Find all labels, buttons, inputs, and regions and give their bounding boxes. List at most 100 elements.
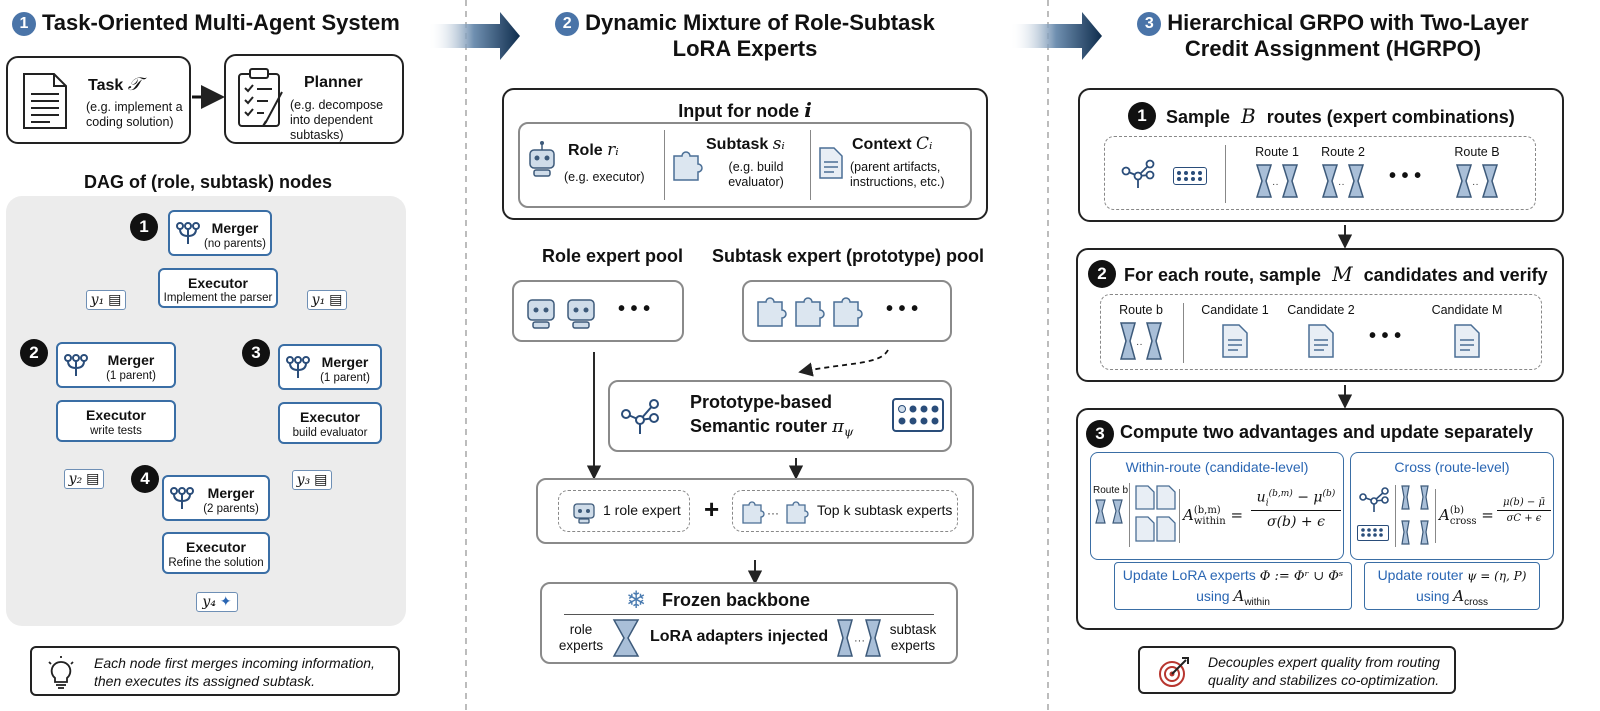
cross-route-box: Cross (route-level) A(b)cross = μ(b) − μ…	[1350, 452, 1554, 560]
candidates-box: Route b ·· Candidate 1 Candidate 2 • • •…	[1100, 294, 1542, 370]
step2-symbol: M	[1332, 262, 1353, 286]
within-formula-fraction: ui(b,m) − μ(b) σ(b) + ϵ	[1251, 489, 1341, 530]
within-formula-lhs: A(b,m)within =	[1183, 505, 1244, 527]
router-icon	[621, 399, 659, 434]
router-line2: Semantic router	[690, 416, 828, 436]
panel3-note-text: Decouples expert quality from routing qu…	[1208, 654, 1440, 688]
task-example: (e.g. implement a coding solution)	[86, 100, 183, 129]
route-b-label: Route B	[1454, 145, 1500, 159]
svg-text:··: ··	[1272, 179, 1279, 190]
node3-merger: Merger (1 parent)	[278, 344, 382, 390]
candidates-ellipsis: • • •	[1369, 325, 1402, 347]
selected-experts: 1 role expert + ··· Top k subtask expert…	[536, 478, 974, 544]
panel3-note: Decouples expert quality from routing qu…	[1138, 646, 1456, 694]
node1-merger: Merger (no parents)	[168, 210, 272, 256]
route-b-candidate-label: Route b	[1119, 303, 1163, 317]
robot-icon	[573, 503, 595, 524]
input-symbol: i	[804, 98, 812, 122]
route-b-icon: ··	[1120, 322, 1162, 360]
routes-box: Route 1 ·· Route 2 ·· • • • Route B ··	[1104, 136, 1536, 210]
update-lora-label: Update LoRA experts	[1122, 567, 1256, 583]
role-expert-label: 1 role expert	[603, 502, 681, 518]
step3-card: 3 Compute two advantages and update sepa…	[1076, 408, 1564, 630]
node2-executor: Executor write tests	[56, 400, 176, 442]
route-b-icon: ··	[1455, 164, 1499, 198]
cross-route-title: Cross (route-level)	[1394, 459, 1510, 475]
route-2-label: Route 2	[1321, 145, 1365, 159]
svg-text:··: ··	[1472, 179, 1479, 190]
route-1-label: Route 1	[1255, 145, 1299, 159]
role-example: (e.g. executor)	[564, 170, 645, 184]
target-icon	[1159, 657, 1189, 687]
subtask-experts-slot: ··· Top k subtask experts	[732, 490, 958, 532]
router-icon	[1359, 487, 1389, 512]
task-symbol: 𝒯	[127, 74, 142, 95]
output-y3: y₃ ▤	[292, 470, 332, 490]
node2-number: 2	[20, 339, 48, 367]
document-icon	[23, 73, 67, 129]
subtask-symbol: sᵢ	[772, 134, 785, 154]
route-b-icon	[1095, 499, 1123, 524]
planner-label: Planner	[304, 74, 363, 91]
role-label: Role	[568, 142, 603, 159]
document-icon	[1222, 324, 1248, 358]
role-experts-label: role experts	[558, 622, 604, 653]
context-example: (parent artifacts, instructions, etc.)	[850, 160, 945, 189]
update-router-formula: ψ = (η, P)	[1467, 569, 1527, 583]
subtask-label: Subtask	[706, 136, 769, 153]
svg-text:···: ···	[767, 506, 779, 520]
merge-icon	[176, 222, 200, 244]
route-1-icon: ··	[1255, 164, 1299, 198]
svg-text:··: ··	[1136, 339, 1143, 350]
frozen-backbone: ❄ Frozen backbone role experts LoRA adap…	[540, 582, 958, 664]
lora-label: LoRA adapters injected	[650, 628, 829, 645]
output-y4: y₄ ✦	[196, 592, 238, 612]
update-lora-box: Update LoRA experts Φ := Φʳ ∪ Φˢ using A…	[1114, 562, 1352, 610]
puzzle-icon	[673, 151, 703, 181]
merge-icon	[286, 356, 310, 378]
document-icon	[1454, 324, 1480, 358]
cross-formula-fraction: μ(b) − μ̄ σC + ϵ	[1497, 497, 1551, 524]
step3-title: Compute two advantages and update separa…	[1120, 422, 1534, 442]
subtask-experts-label: subtask experts	[889, 622, 937, 653]
step1-card: 1 Sample B routes (expert combinations) …	[1078, 88, 1564, 222]
update-router-box: Update router ψ = (η, P) using Across	[1364, 562, 1540, 610]
topk-label: Top k subtask experts	[817, 502, 953, 518]
semantic-router: Prototype-based Semantic router πψ	[608, 380, 952, 452]
task-card: Task 𝒯 (e.g. implement a coding solution…	[6, 56, 191, 144]
merge-icon	[64, 354, 88, 376]
node4-merger: Merger (2 parents)	[162, 475, 270, 521]
panel3-number: 3	[1137, 12, 1162, 36]
lightbulb-icon	[48, 656, 74, 689]
node1-executor: Executor Implement the parser	[158, 268, 278, 308]
output-y1-right: y₁ ▤	[307, 290, 347, 310]
candidate-docs-icon	[1135, 485, 1176, 542]
route-2-icon: ··	[1321, 164, 1365, 198]
role-pool-ellipsis: • • •	[618, 298, 651, 320]
role-expert-pool: • • •	[512, 280, 684, 342]
prototype-grid-icon	[892, 398, 944, 432]
panel1-number: 1	[12, 12, 36, 36]
prototype-grid-icon	[1173, 167, 1207, 185]
document-icon	[819, 147, 843, 179]
role-pool-title: Role expert pool	[542, 246, 684, 266]
clipboard-icon	[238, 68, 283, 127]
subtask-expert-pool: • • •	[742, 280, 952, 342]
candidate-1-label: Candidate 1	[1201, 303, 1269, 317]
step2-card: 2 For each route, sample M candidates an…	[1076, 248, 1564, 382]
subtask-pool-title: Subtask expert (prototype) pool	[712, 246, 985, 266]
node3-number: 3	[242, 339, 270, 367]
context-label: Context	[852, 136, 912, 153]
router-icon	[1121, 159, 1155, 188]
input-label: Input for node	[678, 101, 800, 121]
router-line1: Prototype-based	[690, 392, 833, 412]
document-icon	[1308, 324, 1334, 358]
context-symbol: Cᵢ	[916, 134, 933, 154]
lora-adapter-icon	[612, 619, 640, 657]
update-router-label: Update router	[1377, 567, 1464, 583]
dag-title: DAG of (role, subtask) nodes	[84, 172, 333, 192]
planner-card: Planner (e.g. decompose into dependent s…	[224, 54, 404, 144]
frozen-label: Frozen backbone	[662, 590, 811, 610]
